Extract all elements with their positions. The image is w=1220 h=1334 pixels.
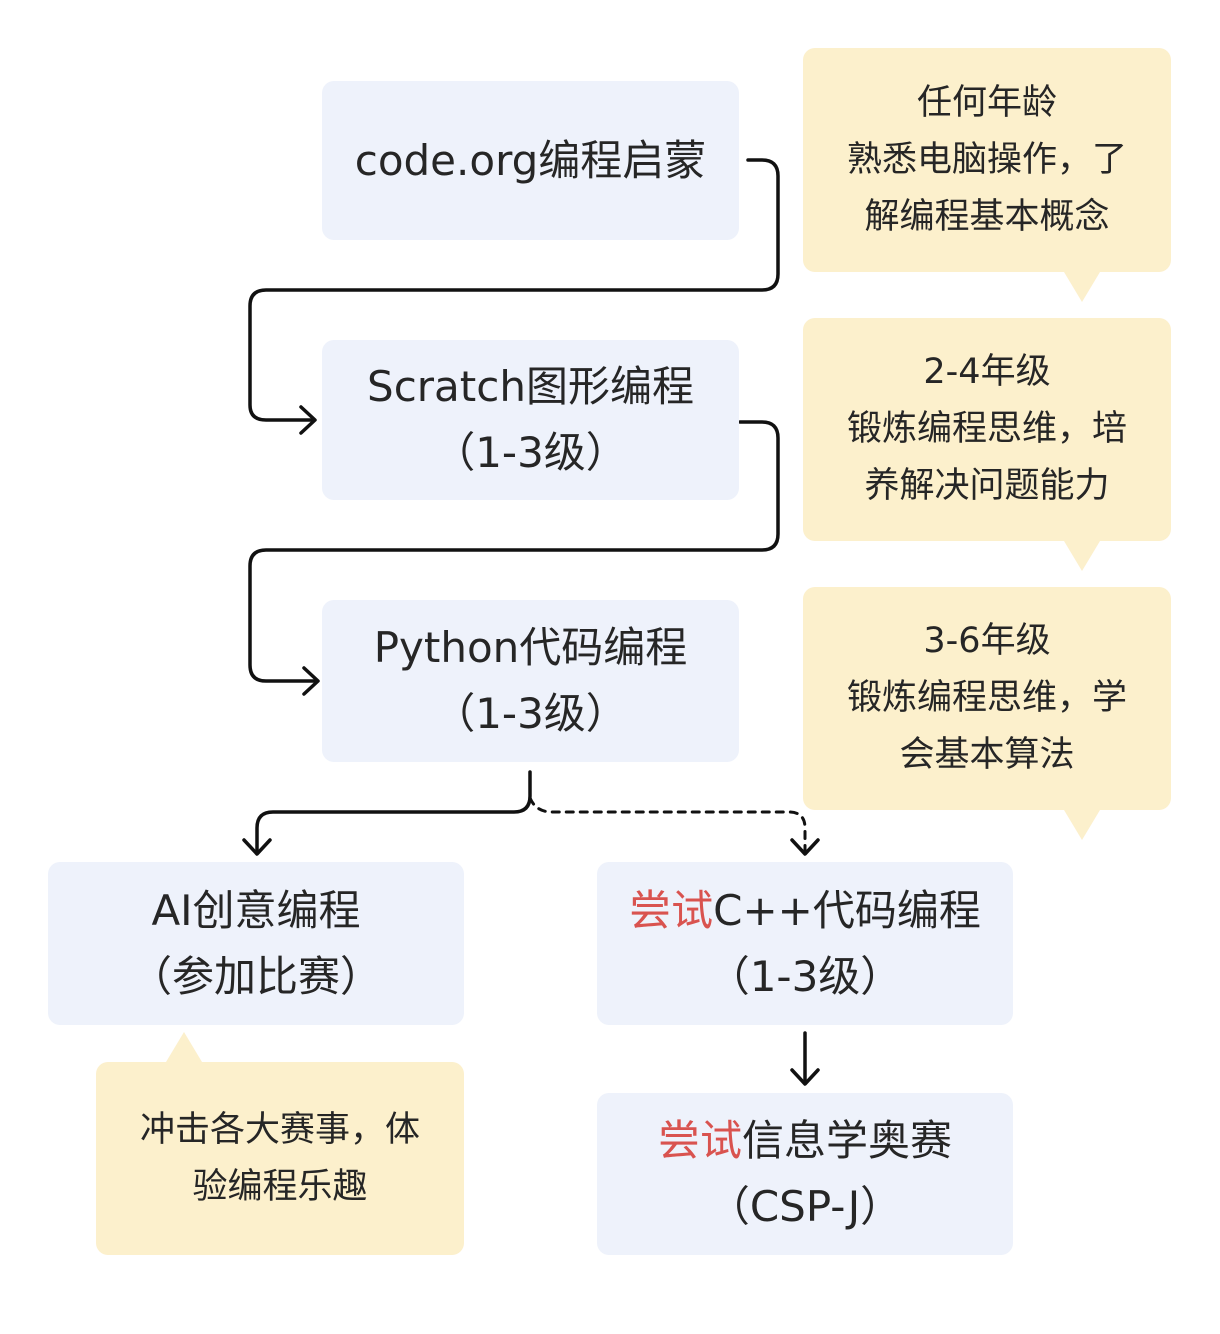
note-python-desc-1: 锻炼编程思维，学	[846, 678, 1127, 718]
step-cpp-title: 尝试C++代码编程	[629, 878, 981, 944]
connector-codeorg-scratch	[248, 158, 780, 422]
note-codeorg-age: 任何年龄	[916, 82, 1057, 123]
step-cpp: 尝试C++代码编程 （1-3级）	[597, 862, 1013, 1025]
note-scratch-desc-2: 养解决问题能力	[864, 466, 1110, 506]
step-scratch-title: Scratch图形编程	[367, 362, 694, 411]
step-python-title: Python代码编程	[373, 623, 688, 672]
step-cpp-level: （1-3级）	[707, 951, 903, 1001]
note-scratch: 2-4年级 锻炼编程思维，培 养解决问题能力	[803, 318, 1171, 541]
note-codeorg-desc-1: 熟悉电脑操作，了	[846, 139, 1127, 180]
step-olympiad-subtitle: （CSP-J）	[707, 1182, 903, 1231]
note-tail-codeorg	[1064, 272, 1100, 302]
step-ai: AI创意编程 （参加比赛）	[48, 862, 464, 1025]
step-olympiad-title: 尝试信息学奥赛	[658, 1108, 952, 1174]
step-cpp-highlight: 尝试	[629, 885, 714, 935]
step-ai-title: AI创意编程	[151, 885, 361, 935]
step-olympiad-title-rest: 信息学奥赛	[742, 1116, 953, 1165]
note-python-age: 3-6年级	[923, 621, 1051, 661]
connector-scratch-python	[248, 420, 780, 683]
note-ai: 冲击各大赛事，体 验编程乐趣	[96, 1062, 464, 1255]
note-python-desc-2: 会基本算法	[899, 735, 1075, 775]
note-python: 3-6年级 锻炼编程思维，学 会基本算法	[803, 587, 1171, 810]
step-codeorg: code.org编程启蒙	[322, 81, 739, 240]
step-codeorg-title: code.org编程启蒙	[354, 135, 707, 185]
step-scratch: Scratch图形编程 （1-3级）	[322, 340, 739, 500]
step-olympiad: 尝试信息学奥赛 （CSP-J）	[597, 1093, 1013, 1255]
note-ai-desc-1: 冲击各大赛事，体	[139, 1109, 420, 1150]
note-tail-python	[1064, 810, 1100, 840]
arrowhead-ai	[242, 838, 272, 856]
note-codeorg: 任何年龄 熟悉电脑操作，了 解编程基本概念	[803, 48, 1171, 272]
step-scratch-level: （1-3级）	[433, 428, 628, 477]
arrowhead-cpp	[790, 838, 820, 856]
arrowhead-python	[302, 666, 320, 696]
arrowhead-olympiad	[790, 1068, 820, 1086]
step-olympiad-highlight: 尝试	[657, 1116, 742, 1165]
note-scratch-desc-1: 锻炼编程思维，培	[846, 409, 1127, 449]
connector-python-ai	[255, 770, 532, 854]
step-python-level: （1-3级）	[433, 689, 628, 738]
step-cpp-title-rest: C++代码编程	[713, 885, 981, 935]
note-tail-ai	[166, 1032, 202, 1062]
note-ai-desc-2: 验编程乐趣	[192, 1166, 368, 1207]
note-tail-scratch	[1064, 541, 1100, 571]
note-codeorg-desc-2: 解编程基本概念	[864, 196, 1110, 237]
note-scratch-age: 2-4年级	[923, 352, 1051, 392]
step-ai-subtitle: （参加比赛）	[129, 951, 382, 1001]
step-python: Python代码编程 （1-3级）	[322, 600, 739, 762]
connector-python-cpp	[528, 796, 807, 854]
arrowhead-scratch	[299, 405, 317, 435]
